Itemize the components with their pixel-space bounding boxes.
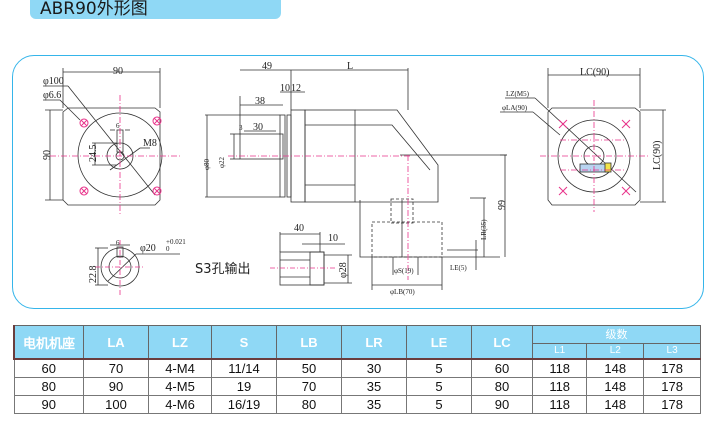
dim-phi22: φ22: [218, 156, 226, 168]
table-cell: 70: [276, 377, 342, 396]
table-cell: 4-M5: [148, 377, 212, 396]
table-cell: 4-M4: [148, 358, 212, 378]
dim-phi80: φ80: [203, 158, 211, 170]
side-view: [205, 68, 507, 290]
table-cell: 16/19: [211, 395, 277, 414]
dim-key-6: 6: [116, 122, 120, 130]
dim-38: 38: [255, 96, 265, 107]
dim-phiLA: φLA(90): [502, 104, 528, 112]
front-centerlines: [50, 95, 180, 215]
table-cell: 80: [13, 377, 84, 396]
dim-phiS: φS(19): [394, 267, 414, 275]
table-cell: 148: [586, 358, 645, 378]
col-header-LZ: LZ: [148, 325, 212, 360]
drawing-frame: [12, 55, 704, 309]
s3-output-section: [279, 232, 352, 286]
side-centerlines: [228, 155, 410, 280]
table-cell: 90: [13, 395, 84, 414]
col-header-L2: L2: [586, 342, 645, 360]
table-cell: 118: [531, 377, 588, 396]
table-cell: 4-M6: [148, 395, 212, 414]
col-header-S: S: [211, 325, 277, 360]
dim-front-width: 90: [113, 66, 123, 77]
output-centerlines: [540, 100, 650, 212]
table-cell: 148: [586, 395, 645, 414]
table-cell: 90: [83, 377, 149, 396]
dim-phi100: φ100: [43, 76, 64, 87]
table-cell: 100: [83, 395, 149, 414]
table-cell: 5: [406, 358, 472, 378]
dim-LE: LE(5): [450, 264, 467, 272]
col-header-LR: LR: [341, 325, 407, 360]
table-cell: 178: [643, 358, 701, 378]
dim-m8: M8: [143, 138, 157, 149]
table-cell: 80: [276, 395, 342, 414]
table-cell: 30: [341, 358, 407, 378]
s3-output-caption: S3孔输出: [195, 261, 251, 277]
dim-3: 3: [239, 124, 243, 132]
dim-phi20: φ20: [140, 243, 156, 254]
table-cell: 80: [471, 377, 533, 396]
table-cell: 90: [471, 395, 533, 414]
dim-phiLB: φLB(70): [390, 288, 415, 296]
dim-24.5: 24.5: [88, 145, 99, 163]
table-cell: 118: [531, 395, 588, 414]
table-cell: 35: [341, 377, 407, 396]
dim-s3-40: 40: [294, 223, 304, 234]
table-cell: 50: [276, 358, 342, 378]
table-cell: 5: [406, 395, 472, 414]
dim-10: 10: [280, 83, 290, 94]
dim-front-height: 90: [42, 150, 53, 160]
table-cell: 60: [471, 358, 533, 378]
dim-99: 99: [497, 200, 508, 210]
dim-phi28: φ28: [338, 262, 349, 278]
col-header-L1: L1: [531, 342, 588, 360]
dim-22.8: 22.8: [88, 266, 99, 284]
table-cell: 11/14: [211, 358, 277, 378]
dim-L: L: [347, 61, 353, 72]
dim-49: 49: [262, 61, 272, 72]
front-bolt-holes: [79, 116, 162, 196]
title-bar: [30, 0, 281, 19]
col-header-L3: L3: [643, 342, 701, 360]
dim-LR: LR(35): [480, 219, 488, 240]
table-cell: 60: [13, 358, 84, 378]
dim-phi20-tol-lower: 0: [166, 245, 170, 253]
shaft-centerlines: [95, 240, 145, 295]
table-cell: 35: [341, 395, 407, 414]
dim-LZ: LZ(M5): [506, 90, 530, 98]
dim-30: 30: [253, 122, 263, 133]
page-title: ABR90外形图: [40, 0, 148, 19]
col-header-LC: LC: [471, 325, 533, 360]
col-header-LE: LE: [406, 325, 472, 360]
table-cell: 178: [643, 395, 701, 414]
dim-12: 12: [291, 83, 301, 94]
col-header-LA: LA: [83, 325, 149, 360]
dim-LC-side: LC(90): [652, 141, 663, 170]
table-cell: 118: [531, 358, 588, 378]
col-header-motor-base: 电机机座: [13, 325, 84, 360]
output-bolt-holes: [558, 119, 631, 196]
table-cell: 148: [586, 377, 645, 396]
table-cell: 70: [83, 358, 149, 378]
table-cell: 178: [643, 377, 701, 396]
dim-LC-top: LC(90): [580, 67, 609, 78]
table-cell: 19: [211, 377, 277, 396]
dim-phi20-tol-upper: +0.021: [166, 238, 186, 246]
table-cell: 5: [406, 377, 472, 396]
front-view: [43, 68, 163, 206]
technical-drawing: 90 φ100 φ6.6 90 24.5 M8 6 49 L 10 12 38 …: [42, 61, 666, 296]
table-header-row: 电机机座 LA LZ S LB LR LE LC 级数: [13, 325, 701, 360]
col-header-LB: LB: [276, 325, 342, 360]
dim-phi6.6: φ6.6: [43, 90, 61, 101]
col-header-stages: 级数: [532, 325, 701, 344]
output-flange-view: [500, 68, 666, 206]
dim-s3-10: 10: [328, 233, 338, 244]
dim-shaft-key: 6: [116, 239, 120, 247]
